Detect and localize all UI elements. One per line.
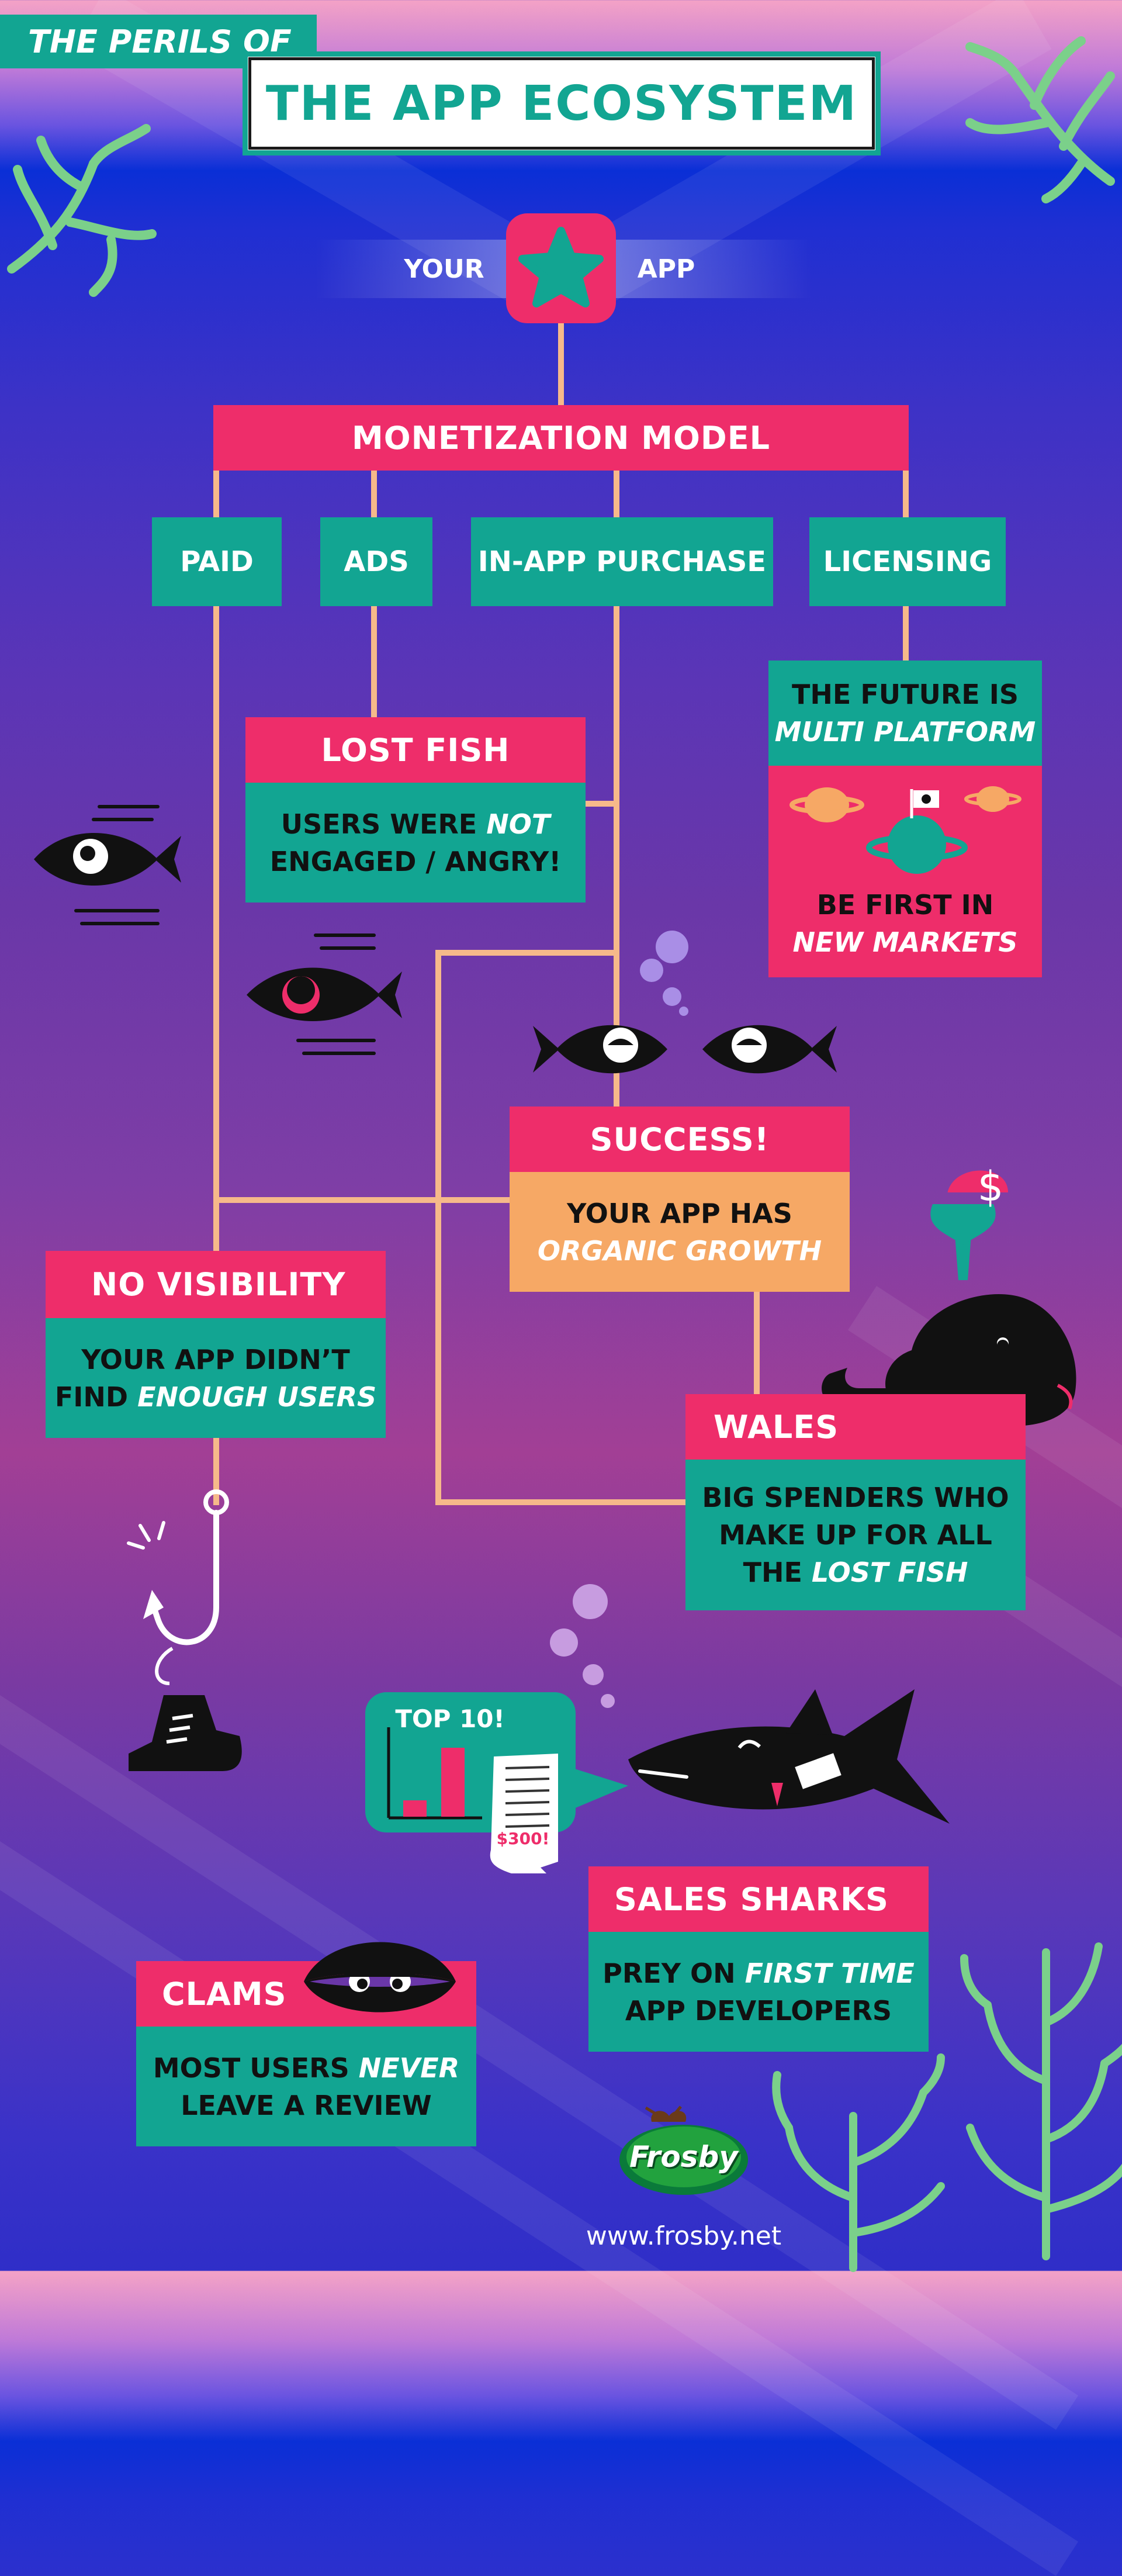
sales-sharks-body: PREY ON FIRST TIME APP DEVELOPERS <box>588 1932 929 2052</box>
fish-icon <box>34 805 181 925</box>
clams-title: CLAMS <box>162 1975 287 2013</box>
multi-platform-box: THE FUTURE IS MULTI PLATFORM <box>768 661 1042 766</box>
wales-line-1: BIG SPENDERS WHO <box>702 1482 1009 1513</box>
clams-line-1: MOST USERS NEVER <box>153 2052 460 2084</box>
lost-fish-title: LOST FISH <box>321 731 510 769</box>
new-markets-line-1: BE FIRST IN <box>816 889 994 921</box>
connector <box>213 468 219 988</box>
no-visibility-line-2: FIND ENOUGH USERS <box>54 1381 377 1413</box>
coral-icon <box>772 2053 945 2272</box>
brand-name: Frosby <box>629 2140 738 2174</box>
planets-icon <box>789 786 1021 874</box>
model-paid: PAID <box>152 517 282 606</box>
connector <box>213 982 219 1251</box>
sales-sharks-line-2: APP DEVELOPERS <box>625 1994 892 2027</box>
success-body: YOUR APP HAS ORGANIC GROWTH <box>510 1172 850 1292</box>
no-visibility-title: NO VISIBILITY <box>91 1266 346 1303</box>
monetization-model-title: MONETIZATION MODEL <box>352 419 770 457</box>
sales-sharks-line-1: PREY ON FIRST TIME <box>602 1957 915 1989</box>
whale-icon <box>822 1170 1076 1426</box>
lost-fish-header: LOST FISH <box>245 717 586 783</box>
connector <box>435 950 617 956</box>
wales-title: WALES <box>714 1408 839 1446</box>
monetization-model-header: MONETIZATION MODEL <box>213 405 909 471</box>
success-line-1: YOUR APP HAS <box>567 1197 792 1229</box>
wales-header: WALES <box>685 1394 1026 1460</box>
sales-sharks-title: SALES SHARKS <box>614 1880 889 1918</box>
app-badge-left-label: YOUR <box>404 254 484 284</box>
clams-line-2: LEAVE A REVIEW <box>181 2089 432 2121</box>
lost-fish-body: USERS WERE NOT ENGAGED / ANGRY! <box>245 783 586 903</box>
star-icon <box>518 227 604 307</box>
clam-icon <box>304 1942 456 2013</box>
fishing-hook-icon <box>127 1489 242 1771</box>
no-visibility-line-1: YOUR APP DIDN’T <box>81 1343 350 1375</box>
wales-line-2: MAKE UP FOR ALL <box>719 1519 992 1551</box>
speech-bubble <box>365 1692 628 1873</box>
connector <box>435 950 441 1505</box>
success-header: SUCCESS! <box>510 1107 850 1172</box>
new-markets-box: BE FIRST IN NEW MARKETS <box>768 766 1042 977</box>
bubbles-icon <box>550 1584 615 1708</box>
page-title: THE APP ECOSYSTEM <box>248 57 875 150</box>
footer-url: www.frosby.net <box>586 2221 782 2251</box>
connector <box>558 323 564 405</box>
clams-body: MOST USERS NEVER LEAVE A REVIEW <box>136 2027 476 2146</box>
multi-platform-line-1: THE FUTURE IS <box>792 679 1019 710</box>
wales-body: BIG SPENDERS WHO MAKE UP FOR ALL THE LOS… <box>685 1460 1026 1610</box>
multi-platform-line-2: MULTI PLATFORM <box>774 716 1036 748</box>
wales-line-3: THE LOST FISH <box>743 1557 968 1588</box>
lost-fish-line-2: ENGAGED / ANGRY! <box>269 845 562 877</box>
angry-fish-icon <box>247 933 402 1055</box>
bubbles-icon <box>640 931 688 1016</box>
new-markets-text: BE FIRST IN NEW MARKETS <box>768 883 1042 964</box>
new-markets-line-2: NEW MARKETS <box>792 926 1018 958</box>
app-icon-tile <box>506 213 616 323</box>
connector <box>614 468 619 1111</box>
app-badge-right-label: APP <box>637 254 695 284</box>
coral-icon <box>965 36 1115 203</box>
connector <box>213 1429 219 1505</box>
happy-fish-pair-icon <box>533 1025 837 1074</box>
success-title: SUCCESS! <box>590 1121 770 1158</box>
connector <box>435 1499 687 1505</box>
bubble-title: TOP 10! <box>395 1704 505 1733</box>
success-line-2: ORGANIC GROWTH <box>537 1235 822 1267</box>
no-visibility-header: NO VISIBILITY <box>46 1251 386 1318</box>
no-visibility-body: YOUR APP DIDN’T FIND ENOUGH USERS <box>46 1318 386 1438</box>
lost-fish-line-1: USERS WERE NOT <box>280 808 550 840</box>
model-in-app-purchase: IN-APP PURCHASE <box>471 517 773 606</box>
shark-icon <box>628 1689 950 1824</box>
coral-icon <box>960 1942 1122 2260</box>
receipt-price: $300! <box>496 1828 550 1848</box>
model-licensing: LICENSING <box>809 517 1006 606</box>
connector <box>213 1197 512 1203</box>
connector <box>754 1289 760 1394</box>
frosby-logo <box>619 2105 748 2195</box>
sales-sharks-header: SALES SHARKS <box>588 1866 929 1932</box>
coral-icon <box>7 124 157 297</box>
connector <box>584 801 617 807</box>
model-ads: ADS <box>320 517 432 606</box>
whale-coin-symbol: $ <box>977 1163 1004 1211</box>
